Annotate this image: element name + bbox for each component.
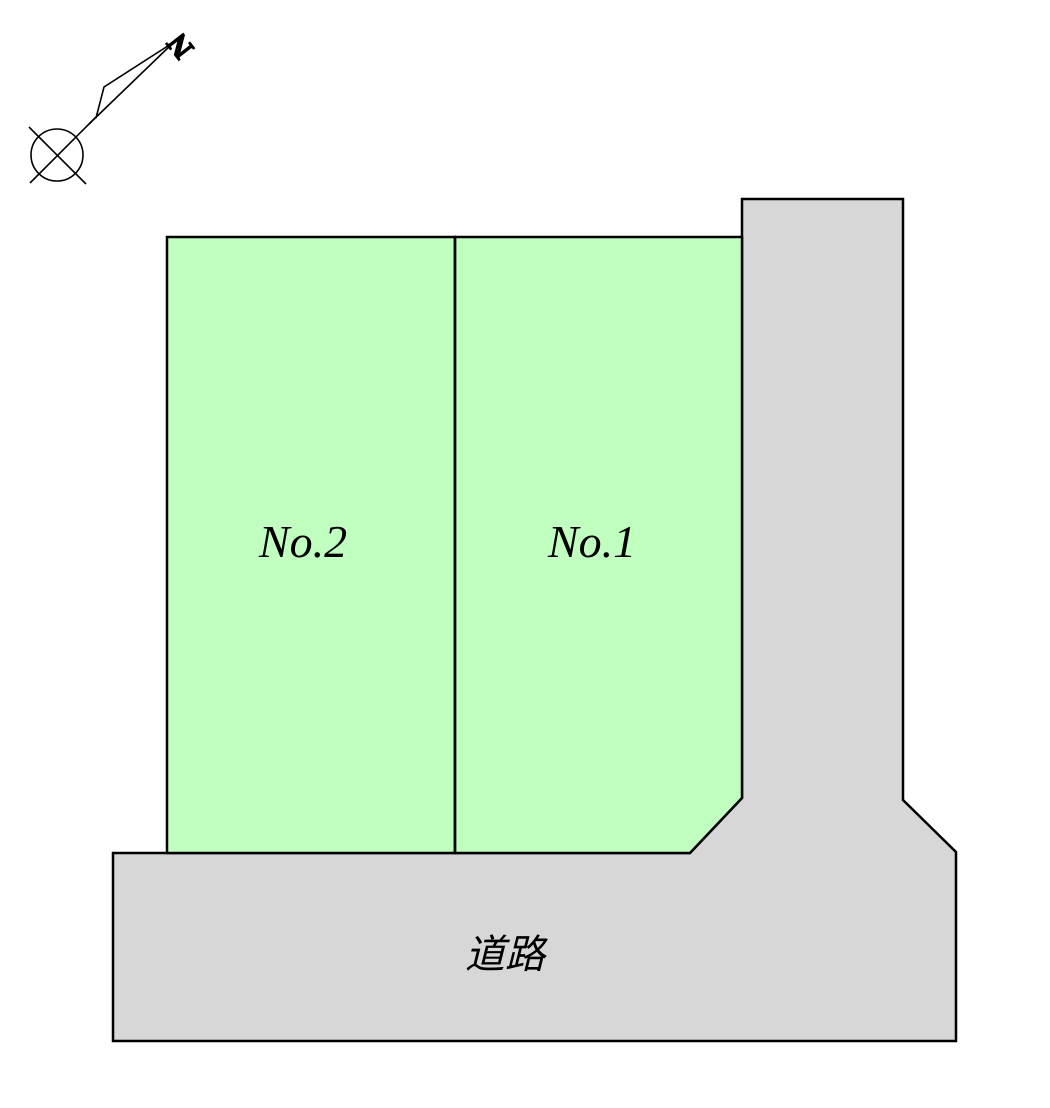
compass-circle-icon [30, 128, 84, 182]
lot-label-no1: No.1 [547, 516, 636, 567]
compass-north-letter: N [161, 27, 201, 65]
compass-cross-swne-icon [29, 114, 99, 184]
lot-label-no2: No.2 [258, 516, 347, 567]
compass-needle-barb-icon [95, 41, 175, 119]
compass-needle-shaft-icon [87, 41, 175, 126]
north-arrow-group: N [28, 26, 201, 185]
road-label: 道路 [465, 932, 548, 977]
